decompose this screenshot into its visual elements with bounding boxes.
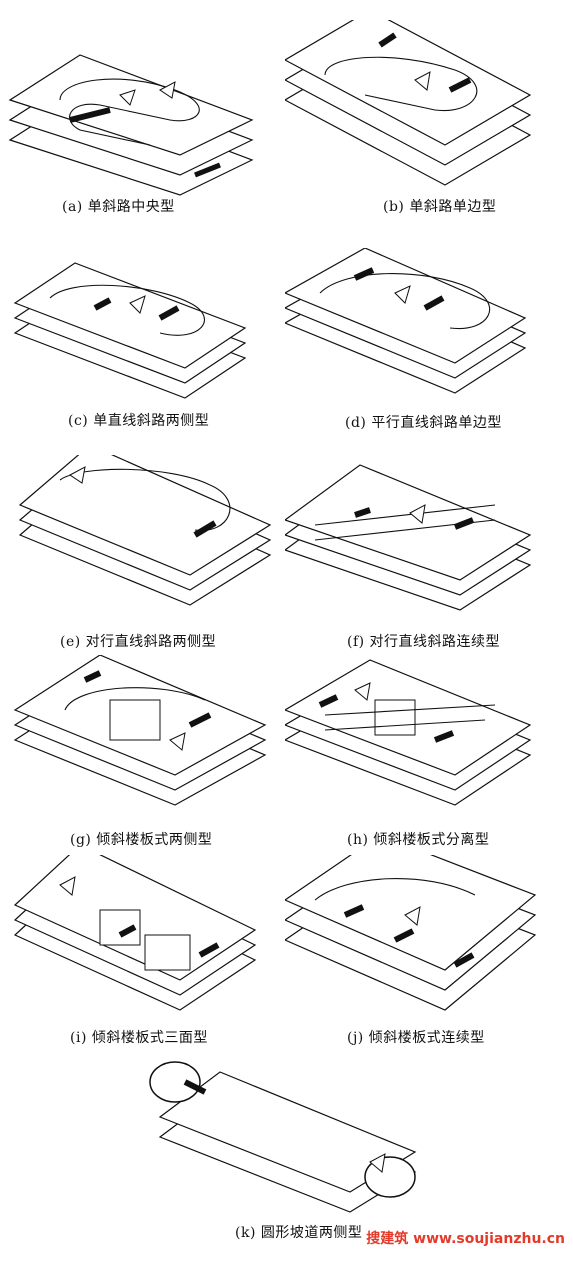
diagram-a: (a) 单斜路中央型	[0, 20, 280, 215]
diagram-c-drawing	[13, 262, 247, 399]
caption-d: (d) 平行直线斜路单边型	[345, 415, 502, 431]
diagram-d: (d) 平行直线斜路单边型	[285, 248, 573, 431]
diagram-i-drawing	[13, 855, 257, 1011]
diagram-b-drawing	[285, 20, 532, 186]
diagram-j-drawing	[285, 855, 537, 1011]
caption-b: (b) 单斜路单边型	[383, 199, 497, 215]
caption-h: (h) 倾斜楼板式分离型	[347, 832, 490, 848]
diagram-e: (e) 对行直线斜路两侧型	[0, 455, 280, 655]
caption-c: (c) 单直线斜路两侧型	[68, 413, 210, 429]
watermark: 搜建筑 www.soujianzhu.cn	[366, 1231, 565, 1247]
diagram-g-drawing	[13, 655, 267, 806]
arrow-black-icon	[69, 107, 111, 123]
diagram-d-drawing	[285, 248, 527, 394]
diagram-c: (c) 单直线斜路两侧型	[0, 248, 280, 429]
diagram-k-drawing	[149, 1061, 417, 1213]
diagram-j: (j) 倾斜楼板式连续型	[285, 855, 573, 1055]
caption-e: (e) 对行直线斜路两侧型	[60, 634, 217, 650]
caption-a: (a) 单斜路中央型	[62, 199, 175, 215]
diagram-a-drawing	[8, 54, 254, 196]
caption-g: (g) 倾斜楼板式两侧型	[70, 832, 213, 848]
diagram-h: (h) 倾斜楼板式分离型	[285, 655, 573, 855]
diagram-g: (g) 倾斜楼板式两侧型	[0, 655, 280, 855]
caption-i: (i) 倾斜楼板式三面型	[70, 1030, 208, 1046]
caption-k: (k) 圆形坡道两侧型	[235, 1225, 363, 1241]
caption-f: (f) 对行直线斜路连续型	[347, 634, 501, 650]
diagram-i: (i) 倾斜楼板式三面型	[0, 855, 280, 1055]
diagram-e-drawing	[18, 455, 272, 606]
caption-j: (j) 倾斜楼板式连续型	[347, 1030, 485, 1046]
diagram-h-drawing	[285, 659, 532, 806]
diagram-b: (b) 单斜路单边型	[285, 20, 573, 215]
diagram-k: (k) 圆形坡道两侧型	[140, 1052, 440, 1242]
diagram-f-drawing	[285, 464, 532, 611]
diagram-f: (f) 对行直线斜路连续型	[285, 455, 573, 655]
